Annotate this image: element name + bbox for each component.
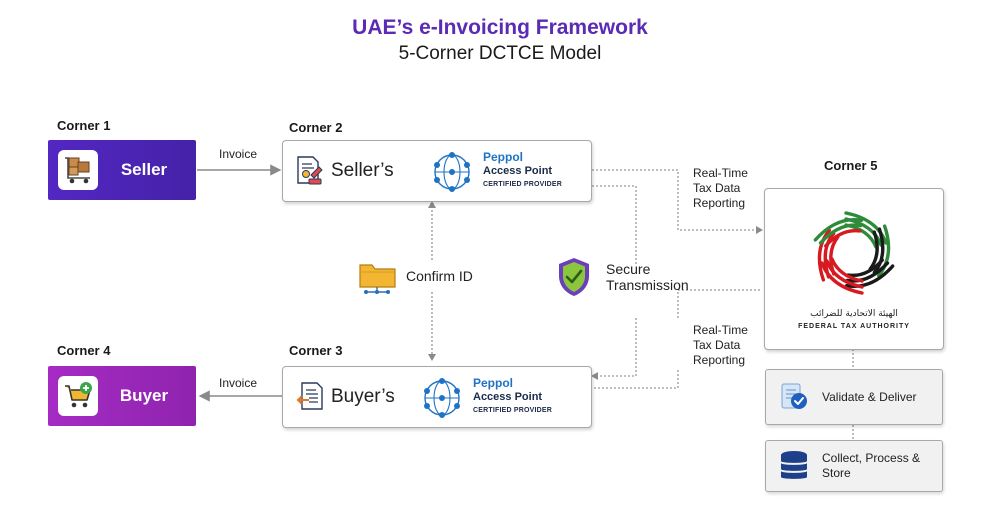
reporting-line-bottom-upper (677, 289, 760, 320)
invoice-label-bottom: Invoice (219, 376, 258, 390)
buyer-ap-line: Access Point (473, 391, 543, 403)
reporting-label-bottom: Real-Time Tax Data Reporting (693, 323, 748, 368)
seller-ap-line: Access Point (483, 165, 553, 177)
corner-4-label: Corner 4 (57, 343, 111, 358)
corner-2-label: Corner 2 (289, 120, 343, 135)
shield-check-icon (556, 256, 592, 303)
secure-label-1: Secure (606, 261, 651, 277)
collect-store-line-1: Collect, Process & (822, 451, 921, 465)
seller-ap-brand: Peppol (483, 150, 524, 164)
buyer-access-point-box: Buyer’s Peppol Access Point CERTIFIED PR… (282, 366, 592, 428)
peppol-network-icon (419, 375, 465, 426)
validate-deliver-box: Validate & Deliver (765, 369, 943, 425)
folder-icon (358, 259, 398, 300)
buyer-label: Buyer (119, 386, 169, 405)
peppol-network-icon (429, 149, 475, 200)
reporting-top-line-1: Real-Time (693, 166, 748, 180)
reporting-bottom-line-2: Tax Data (693, 338, 741, 352)
buyer-ap-brand: Peppol (473, 376, 514, 390)
fta-box: الهيئة الاتحادية للضرائب FEDERAL TAX AUT… (764, 188, 944, 350)
buyer-box: Buyer (48, 366, 196, 426)
secure-label-2: Transmission (606, 277, 689, 293)
document-check-icon (778, 381, 810, 413)
database-icon (778, 449, 810, 483)
fta-logo (804, 203, 904, 308)
seller-box: Seller (48, 140, 196, 200)
buyer-ap-name: Buyer’s (331, 386, 395, 407)
seller-ap-name: Seller’s (331, 160, 394, 181)
validate-deliver-label: Validate & Deliver (822, 389, 917, 404)
document-stamp-icon (295, 155, 325, 192)
diagram-subtitle: 5-Corner DCTCE Model (398, 43, 602, 64)
secure-line-bottom (596, 318, 637, 377)
confirm-id-label: Confirm ID (406, 268, 473, 284)
collect-store-box: Collect, Process & Store (765, 440, 943, 492)
buyer-cart-icon (58, 376, 98, 416)
fta-arabic-name: الهيئة الاتحادية للضرائب (810, 309, 898, 319)
corner-5-label: Corner 5 (824, 158, 878, 173)
reporting-top-line-3: Reporting (693, 196, 746, 210)
corner-1-label: Corner 1 (57, 118, 111, 133)
secure-line-top (592, 185, 637, 266)
reporting-bottom-line-3: Reporting (693, 353, 746, 367)
reporting-line-bottom-lower (592, 370, 679, 389)
corner-3-label: Corner 3 (289, 343, 343, 358)
invoice-label-top: Invoice (219, 147, 258, 161)
seller-cart-icon (58, 150, 98, 190)
seller-access-point-box: Seller’s Peppol Access Point CERTIFIED P… (282, 140, 592, 202)
document-receive-icon (295, 381, 325, 418)
collect-store-label: Collect, Process & Store (822, 451, 920, 481)
reporting-line-top (592, 169, 758, 231)
reporting-bottom-line-1: Real-Time (693, 323, 748, 337)
fta-english-name: FEDERAL TAX AUTHORITY (798, 323, 910, 330)
seller-ap-cert: CERTIFIED PROVIDER (483, 181, 563, 188)
buyer-ap-cert: CERTIFIED PROVIDER (473, 407, 553, 414)
reporting-top-line-2: Tax Data (693, 181, 741, 195)
seller-label: Seller (120, 160, 168, 179)
collect-store-line-2: Store (822, 466, 851, 480)
reporting-label-top: Real-Time Tax Data Reporting (693, 166, 748, 211)
diagram-title: UAE’s e-Invoicing Framework (352, 16, 648, 39)
